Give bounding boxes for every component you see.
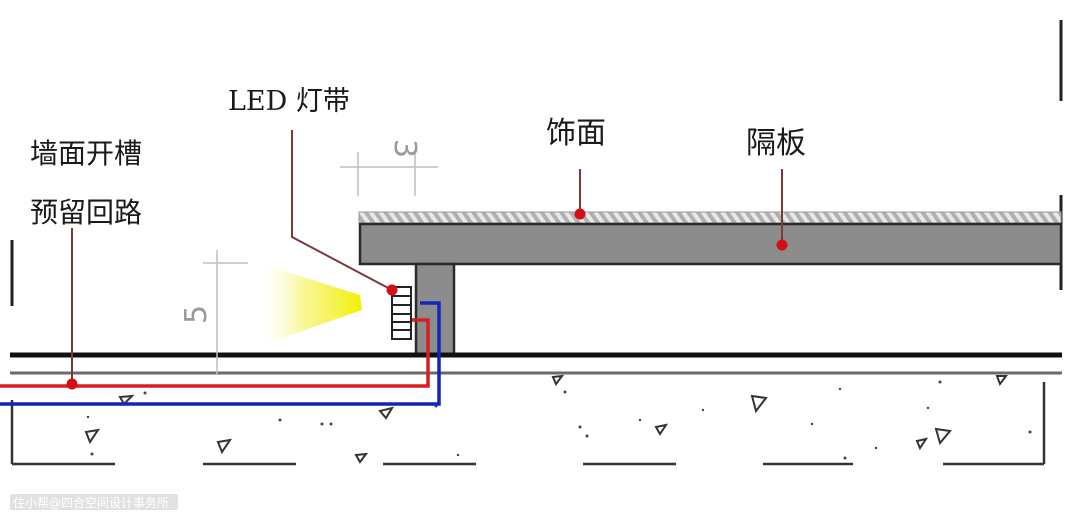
wire-neutral-blue: [0, 301, 441, 406]
shelf-support: [414, 262, 456, 358]
leader-dot-shelf: [776, 239, 788, 251]
watermark-bg: [10, 494, 178, 510]
concrete-aggregate: [84, 374, 1008, 464]
dimension-3-label: 3: [387, 139, 422, 158]
wire-live-red: [0, 318, 430, 388]
finish-surface-layer: [358, 211, 1062, 224]
concrete-specks: [86, 380, 1032, 460]
led-light-beam: [255, 262, 362, 344]
label-finish-surface: 饰面: [546, 116, 606, 151]
label-reserved-circuit: 预留回路: [30, 196, 142, 229]
leader-dot-finish: [574, 208, 586, 220]
watermark-text: 住小帮@四合空间设计事务所: [13, 495, 169, 510]
label-wall-slot: 墙面开槽: [30, 137, 142, 170]
leader-dot-led: [386, 284, 398, 296]
led-strip-segments: [392, 295, 411, 331]
leader-lines: [71, 130, 783, 384]
label-shelf-board: 隔板: [746, 126, 806, 161]
dimension-5-label: 5: [179, 305, 214, 324]
dimension-3: [340, 152, 438, 196]
concrete-slab-outline: [10, 382, 1046, 466]
leader-dot-wall-slot: [66, 378, 78, 390]
shelf-board: [358, 222, 1063, 266]
label-led-strip: LED 灯带: [228, 86, 350, 117]
dimension-5: [203, 250, 248, 375]
